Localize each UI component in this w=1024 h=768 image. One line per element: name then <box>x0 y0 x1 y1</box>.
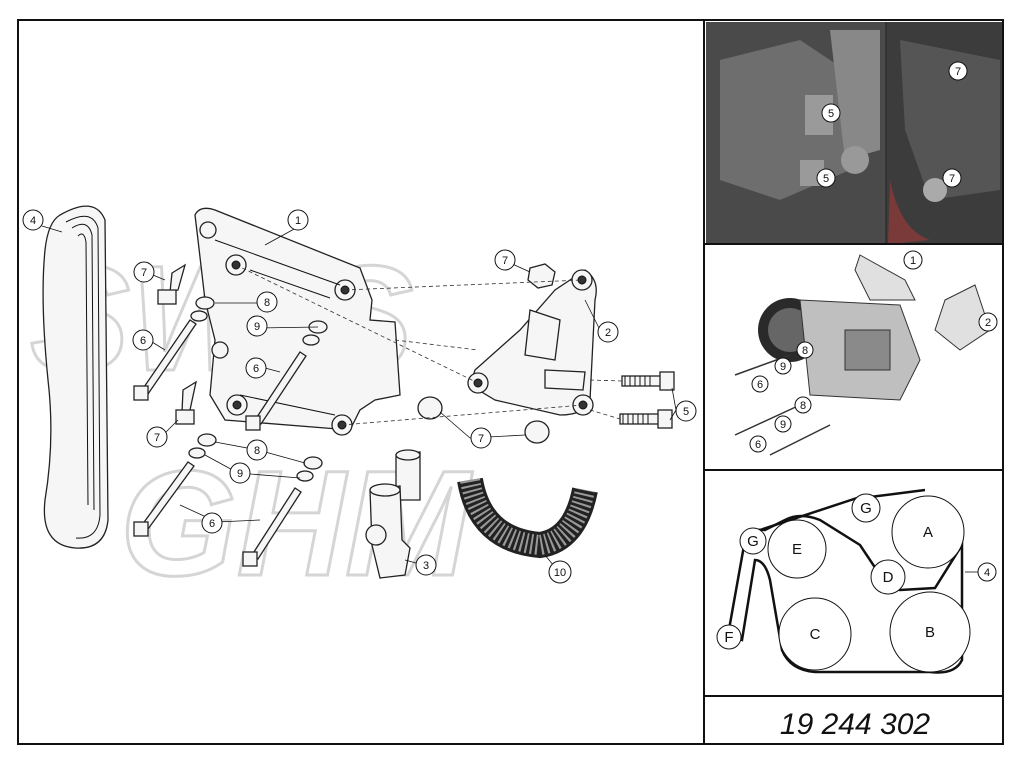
callout-5: 5 <box>675 400 697 422</box>
svg-text:8: 8 <box>254 445 260 457</box>
svg-text:5: 5 <box>823 173 829 185</box>
svg-text:A: A <box>923 524 933 541</box>
svg-text:5: 5 <box>683 406 689 418</box>
render-callout-8-top: 8 <box>796 341 814 359</box>
svg-text:6: 6 <box>757 379 763 391</box>
svg-text:7: 7 <box>502 255 508 267</box>
svg-text:7: 7 <box>154 432 160 444</box>
render-callout-1: 1 <box>903 250 923 270</box>
svg-text:4: 4 <box>984 567 990 579</box>
svg-text:8: 8 <box>800 400 806 412</box>
collar-nut-bottom <box>524 420 550 444</box>
callout-6-top-right: 6 <box>245 357 267 379</box>
callout-6-top-left: 6 <box>132 329 154 351</box>
callout-6-bottom: 6 <box>201 512 223 534</box>
callout-9-top: 9 <box>246 315 268 337</box>
callout-8-top: 8 <box>256 291 278 313</box>
callout-3: 3 <box>415 554 437 576</box>
render-callout-6-bottom: 6 <box>749 435 767 453</box>
callout-4: 4 <box>22 209 44 231</box>
svg-text:7: 7 <box>141 267 147 279</box>
svg-text:9: 9 <box>237 468 243 480</box>
pulley-C: C <box>778 597 852 671</box>
svg-text:6: 6 <box>755 439 761 451</box>
callout-1: 1 <box>287 209 309 231</box>
svg-text:6: 6 <box>209 518 215 530</box>
photo-callout-5-top: 5 <box>821 103 841 123</box>
callout-9-bottom: 9 <box>229 462 251 484</box>
render-callout-9-bottom: 9 <box>774 415 792 433</box>
render-callout-6-top: 6 <box>751 375 769 393</box>
svg-text:G: G <box>747 533 759 550</box>
photo-callout-5-bottom: 5 <box>816 168 836 188</box>
belt-callout-4: 4 <box>977 562 997 582</box>
svg-text:2: 2 <box>985 317 991 329</box>
poly-v-belt <box>42 205 109 549</box>
callout-7-right-top: 7 <box>494 249 516 271</box>
pulley-A: A <box>891 495 965 569</box>
washers <box>188 296 328 482</box>
svg-text:G: G <box>860 500 872 517</box>
pulley-G-top: G <box>851 493 881 523</box>
connector-sleeve <box>365 449 421 579</box>
callout-7-left-bottom: 7 <box>146 426 168 448</box>
svg-text:3: 3 <box>423 560 429 572</box>
svg-text:10: 10 <box>554 567 566 579</box>
stud-bolts <box>619 371 675 429</box>
svg-text:6: 6 <box>140 335 146 347</box>
svg-text:7: 7 <box>955 66 961 78</box>
callout-7-center: 7 <box>470 427 492 449</box>
belt-routing-diagram: A B C D E F G G 4 <box>716 488 997 674</box>
svg-text:7: 7 <box>949 173 955 185</box>
pulley-G-left: G <box>739 527 767 555</box>
svg-text:9: 9 <box>254 321 260 333</box>
pulley-F: F <box>716 624 742 650</box>
svg-text:F: F <box>724 629 733 646</box>
exploded-view: 4 1 2 3 5 6 6 6 7 7 7 7 8 8 9 9 10 <box>22 205 697 584</box>
svg-text:8: 8 <box>802 345 808 357</box>
svg-text:2: 2 <box>605 327 611 339</box>
render-callout-9-top: 9 <box>774 357 792 375</box>
svg-text:7: 7 <box>478 433 484 445</box>
svg-text:C: C <box>810 626 821 643</box>
long-bolts <box>133 263 307 567</box>
svg-text:D: D <box>883 569 894 586</box>
pulley-E: E <box>767 519 827 579</box>
svg-text:6: 6 <box>253 363 259 375</box>
assembly-lines <box>235 264 623 426</box>
callout-10: 10 <box>548 560 572 584</box>
pulley-D: D <box>870 559 906 595</box>
callout-8-bottom: 8 <box>246 439 268 461</box>
svg-text:B: B <box>925 624 935 641</box>
photo-callout-7-top: 7 <box>948 61 968 81</box>
collar-nut-left <box>417 396 443 420</box>
svg-text:9: 9 <box>780 361 786 373</box>
assembly-render: 1 2 8 9 6 8 9 6 <box>734 250 998 456</box>
compressor-bracket <box>194 207 401 436</box>
installation-photo: 5 5 7 7 <box>706 22 1002 243</box>
svg-text:4: 4 <box>30 215 36 227</box>
svg-text:1: 1 <box>295 215 301 227</box>
part-number: 19 244 302 <box>780 708 930 741</box>
svg-text:1: 1 <box>910 255 916 267</box>
photo-callout-7-bottom: 7 <box>942 168 962 188</box>
callout-2: 2 <box>597 321 619 343</box>
svg-text:E: E <box>792 541 802 558</box>
svg-text:9: 9 <box>780 419 786 431</box>
svg-text:8: 8 <box>264 297 270 309</box>
render-callout-8-bottom: 8 <box>794 396 812 414</box>
pulley-B: B <box>889 591 971 673</box>
render-callout-2: 2 <box>978 312 998 332</box>
callout-7-left-top: 7 <box>133 261 155 283</box>
svg-text:5: 5 <box>828 108 834 120</box>
hose <box>457 477 598 559</box>
